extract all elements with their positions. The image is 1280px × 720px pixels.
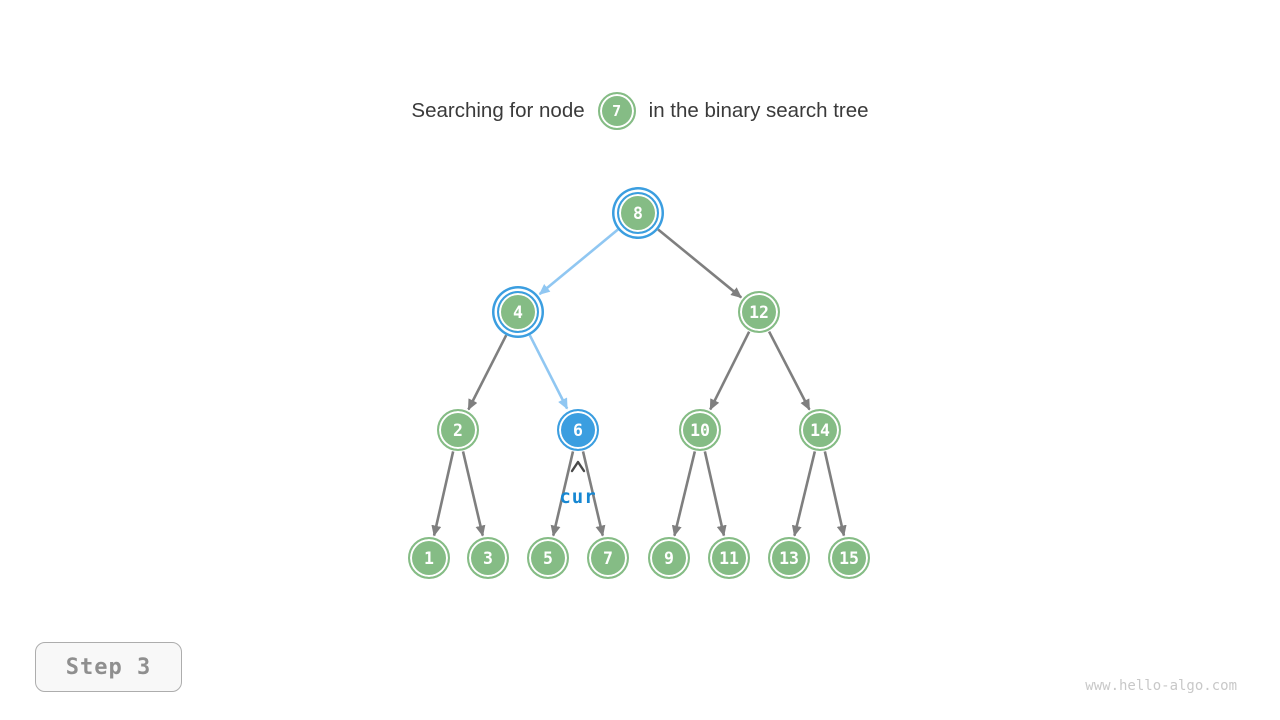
tree-node-value: 7	[603, 548, 613, 568]
tree-node-6: 6	[557, 409, 599, 451]
title-target-node-value: 7	[612, 102, 622, 120]
tree-node-2: 2	[437, 409, 479, 451]
tree-node-7: 7	[587, 537, 629, 579]
tree-node-value: 4	[513, 302, 523, 322]
tree-edge-6-7	[581, 451, 606, 537]
tree-node-value: 6	[573, 420, 583, 440]
tree-node-value: 15	[839, 548, 859, 568]
tree-edge-10-9	[671, 451, 697, 537]
tree-edge-2-1	[431, 451, 455, 537]
tree-node-5: 5	[527, 537, 569, 579]
step-badge: Step 3	[35, 642, 182, 692]
tree-edge-12-10	[709, 331, 751, 411]
tree-node-value: 1	[424, 548, 434, 568]
tree-node-8: 8	[617, 192, 659, 234]
tree-node-value: 3	[483, 548, 493, 568]
tree-edge-14-15	[823, 451, 847, 537]
tree-node-value: 8	[633, 203, 643, 223]
tree-edge-4-2	[467, 334, 508, 411]
tree-node-value: 12	[749, 302, 769, 322]
tree-edge-8-4	[538, 228, 619, 296]
cur-pointer-label: cur	[559, 486, 597, 508]
tree-edge-10-11	[703, 451, 727, 537]
tree-node-value: 13	[779, 548, 799, 568]
tree-edge-8-12	[657, 228, 743, 299]
figure-title: Searching for node 7 in the binary searc…	[0, 92, 1280, 130]
tree-node-value: 2	[453, 420, 463, 440]
cur-pointer-caret-icon	[570, 460, 586, 473]
step-badge-label: Step 3	[65, 654, 152, 680]
title-text-suffix: in the binary search tree	[648, 99, 869, 122]
title-target-node: 7	[597, 92, 636, 130]
tree-node-13: 13	[768, 537, 810, 579]
title-text-prefix: Searching for node	[411, 99, 585, 122]
tree-edge-12-14	[767, 330, 811, 411]
tree-node-value: 9	[664, 548, 674, 568]
tree-node-1: 1	[408, 537, 450, 579]
tree-node-value: 14	[810, 420, 830, 440]
tree-node-15: 15	[828, 537, 870, 579]
tree-node-value: 10	[690, 420, 710, 440]
tree-edge-14-13	[791, 451, 817, 537]
tree-node-value: 11	[719, 548, 739, 568]
tree-node-10: 10	[679, 409, 721, 451]
tree-node-14: 14	[799, 409, 841, 451]
tree-node-9: 9	[648, 537, 690, 579]
tree-edge-2-3	[461, 451, 486, 537]
tree-node-3: 3	[467, 537, 509, 579]
watermark-text: www.hello-algo.com	[1085, 678, 1237, 694]
tree-node-4: 4	[497, 291, 539, 333]
tree-node-value: 5	[543, 548, 553, 568]
tree-node-11: 11	[708, 537, 750, 579]
tree-edge-6-5	[550, 451, 575, 537]
tree-edge-4-6	[528, 334, 569, 410]
tree-node-12: 12	[738, 291, 780, 333]
